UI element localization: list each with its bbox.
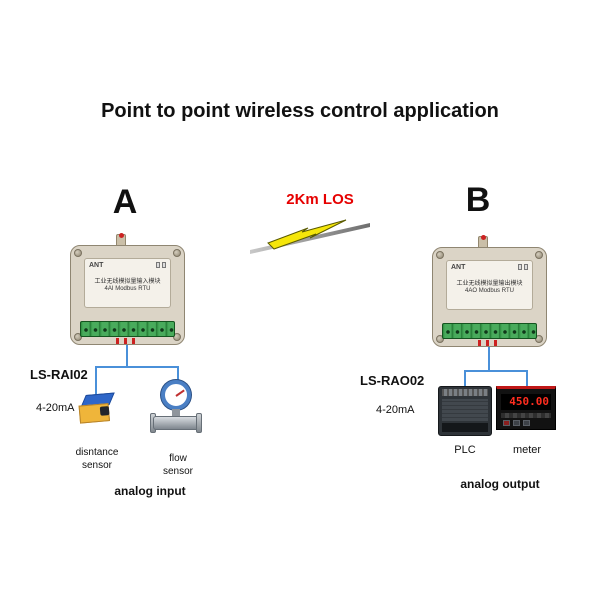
model-label-b: LS-RAO02: [360, 373, 425, 388]
wire: [177, 366, 179, 382]
rtu-device-a: ANT 工业无线模拟量输入模块 4AI Modbus RTU: [70, 233, 185, 346]
wire: [95, 366, 179, 368]
site-b-letter: B: [465, 181, 491, 219]
flow-sensor-image: [150, 380, 202, 438]
meter-button: [503, 420, 510, 426]
io-port-icons: [518, 264, 528, 270]
wire-terminal-mark: [486, 340, 489, 346]
wire: [464, 370, 528, 372]
rtu-device-b: ANT 工业无线模拟量输出模块 4AO Modbus RTU: [432, 235, 547, 348]
plc-caption: PLC: [454, 444, 476, 456]
terminal-block: [80, 321, 175, 337]
flow-sensor-caption: flow sensor: [154, 452, 202, 478]
meter-buttons: [503, 420, 530, 426]
wire-terminal-mark: [124, 338, 127, 344]
site-a-letter: A: [112, 183, 138, 221]
wire: [126, 345, 128, 367]
wire-terminal-mark: [494, 340, 497, 346]
device-label-panel: ANT 工业无线模拟量输出模块 4AO Modbus RTU: [446, 260, 533, 310]
caption-line: sensor: [81, 460, 112, 471]
meter-caption: meter: [512, 444, 542, 456]
wire-terminal-mark: [478, 340, 481, 346]
panel-meter-image: 450.00: [496, 386, 556, 430]
wire: [526, 370, 528, 387]
distance-sensor-caption: disntance sensor: [64, 446, 130, 472]
caption-line: flow: [169, 453, 187, 464]
device-name-en: 4AO Modbus RTU: [465, 288, 514, 294]
flow-gauge-dial: [161, 380, 191, 410]
model-label-a: LS-RAI02: [30, 367, 88, 382]
analog-input-caption: analog input: [114, 484, 186, 498]
flow-sensor-neck: [172, 409, 180, 417]
meter-button: [523, 420, 530, 426]
screw-icon: [535, 251, 543, 259]
wire: [488, 347, 490, 371]
screw-icon: [535, 335, 543, 343]
screw-icon: [173, 249, 181, 257]
device-enclosure: ANT 工业无线模拟量输入模块 4AI Modbus RTU: [70, 245, 185, 345]
wire-terminal-mark: [132, 338, 135, 344]
page-title: Point to point wireless control applicat…: [101, 100, 499, 122]
screw-icon: [74, 249, 82, 257]
device-name-en: 4AI Modbus RTU: [104, 286, 151, 292]
flow-sensor-pipe: [153, 416, 199, 430]
analog-output-caption: analog output: [460, 477, 540, 491]
device-name-cn: 工业无线模拟量输出模块: [456, 281, 523, 287]
signal-label-a: 4-20mA: [36, 402, 75, 414]
wire-terminal-mark: [116, 338, 119, 344]
wire: [95, 366, 97, 396]
meter-button: [513, 420, 520, 426]
screw-icon: [74, 333, 82, 341]
device-enclosure: ANT 工业无线模拟量输出模块 4AO Modbus RTU: [432, 247, 547, 347]
plc-base: [442, 423, 488, 432]
device-name-cn: 工业无线模拟量输入模块: [94, 279, 161, 285]
screw-icon: [436, 251, 444, 259]
plc-image: [438, 386, 492, 436]
caption-line: sensor: [162, 466, 193, 477]
ant-label: ANT: [451, 264, 466, 271]
wireless-distance-label: 2Km LOS: [286, 191, 354, 208]
sensor-lens: [99, 406, 110, 416]
distance-sensor-image: [77, 392, 120, 427]
signal-label-b: 4-20mA: [376, 404, 415, 416]
screw-icon: [173, 333, 181, 341]
meter-display: 450.00: [501, 394, 551, 410]
lightning-bolt-icon: [250, 219, 376, 259]
plc-body: [442, 399, 488, 421]
plc-terminal-row: [442, 389, 488, 396]
device-label-panel: ANT 工业无线模拟量输入模块 4AI Modbus RTU: [84, 258, 171, 308]
pipe-flange: [196, 413, 202, 433]
screw-icon: [436, 335, 444, 343]
meter-indicator-row: [501, 413, 551, 418]
ant-label: ANT: [89, 262, 104, 269]
wire: [464, 370, 466, 387]
caption-line: disntance: [75, 447, 119, 458]
io-port-icons: [156, 262, 166, 268]
terminal-block: [442, 323, 537, 339]
